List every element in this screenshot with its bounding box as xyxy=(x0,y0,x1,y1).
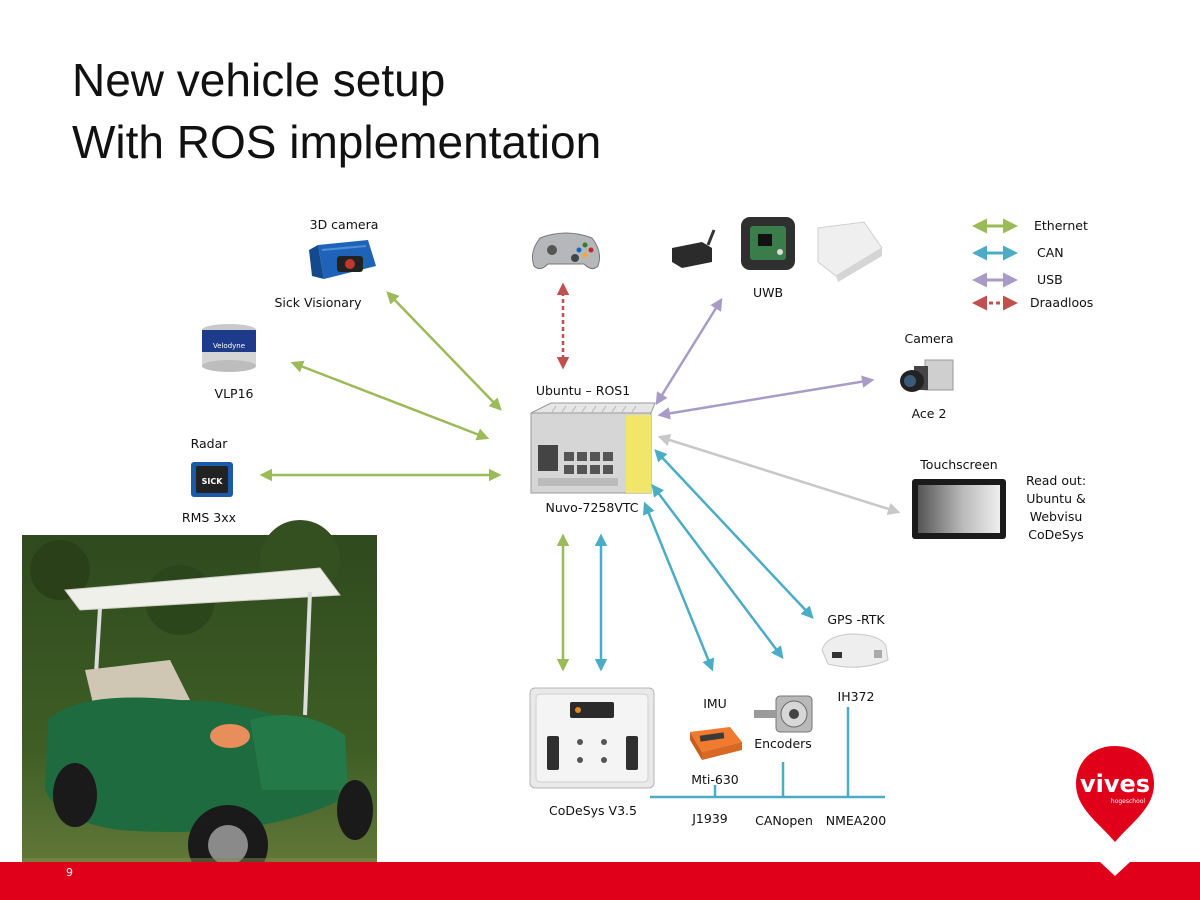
slide-title-line-2: With ROS implementation xyxy=(72,116,602,168)
footer-bar xyxy=(0,862,1200,900)
uwb-module-image xyxy=(741,217,795,270)
gps-rtk-image xyxy=(821,633,889,668)
radar-caption: Radar xyxy=(190,436,228,451)
slide-title-line-1: New vehicle setup xyxy=(72,54,446,106)
encoder-image xyxy=(754,695,813,733)
page-number: 9 xyxy=(66,866,73,879)
sick-visionary-camera-image xyxy=(309,240,376,279)
velodyne-logo-text: Velodyne xyxy=(213,342,245,350)
bus-label-nmea200: NMEA200 xyxy=(825,813,887,828)
ethernet-link-sick-visionary xyxy=(386,291,502,411)
radar-image: SICK xyxy=(191,462,233,497)
bus-label-canopen: CANopen xyxy=(755,813,813,828)
can-bus-lines xyxy=(650,707,885,799)
readout-line-2: Ubuntu & xyxy=(1026,491,1086,506)
ethernet-link-vlp16 xyxy=(290,360,490,441)
vives-logo-text: vives xyxy=(1080,770,1150,798)
legend-can-label: CAN xyxy=(1037,245,1064,260)
router-image xyxy=(672,229,716,268)
uwb-anchor-image xyxy=(817,221,883,282)
readout-line-3: Webvisu xyxy=(1029,509,1083,524)
nuvo-pc-image xyxy=(530,402,656,494)
ace2-label: Ace 2 xyxy=(911,406,947,421)
sick-visionary-caption: 3D camera xyxy=(309,217,379,232)
sick-logo-text: SICK xyxy=(202,477,224,486)
usb-link-camera xyxy=(657,375,875,420)
usb-link-uwb xyxy=(655,297,723,406)
link-touchscreen xyxy=(657,434,901,515)
touchscreen-caption: Touchscreen xyxy=(920,457,998,472)
legend-usb-label: USB xyxy=(1037,272,1063,287)
uwb-label: UWB xyxy=(752,285,784,300)
codesys-plc-image xyxy=(529,687,655,789)
encoders-label: Encoders xyxy=(754,736,812,751)
legend-wireless-label: Draadloos xyxy=(1030,295,1094,310)
gamepad-image xyxy=(532,232,600,270)
vives-logo: vives hogeschool xyxy=(1076,746,1154,876)
readout-line-4: CoDeSys xyxy=(1028,527,1084,542)
imu-image xyxy=(690,727,742,760)
vlp16-label: VLP16 xyxy=(214,386,254,401)
codesys-label: CoDeSys V3.5 xyxy=(549,803,637,818)
legend-ethernet-label: Ethernet xyxy=(1034,218,1088,233)
imu-caption: IMU xyxy=(703,696,727,711)
nuvo-label: Nuvo-7258VTC xyxy=(545,500,639,515)
radar-label: RMS 3xx xyxy=(181,510,237,525)
touchscreen-image xyxy=(912,479,1006,539)
gps-caption: GPS -RTK xyxy=(827,612,885,627)
sick-visionary-label: Sick Visionary xyxy=(274,295,362,310)
vives-logo-subtext: hogeschool xyxy=(1111,798,1146,805)
gps-label: IH372 xyxy=(837,689,875,704)
camera-caption: Camera xyxy=(904,331,954,346)
can-link-imu xyxy=(642,501,715,672)
vehicle-photo xyxy=(22,520,377,890)
vlp16-lidar-image: Velodyne xyxy=(202,324,256,372)
ubuntu-caption: Ubuntu – ROS1 xyxy=(535,383,631,398)
ace2-camera-image xyxy=(900,359,954,392)
readout-line-1: Read out: xyxy=(1025,473,1087,488)
bus-label-j1939: J1939 xyxy=(692,811,728,826)
imu-label: Mti-630 xyxy=(691,772,739,787)
